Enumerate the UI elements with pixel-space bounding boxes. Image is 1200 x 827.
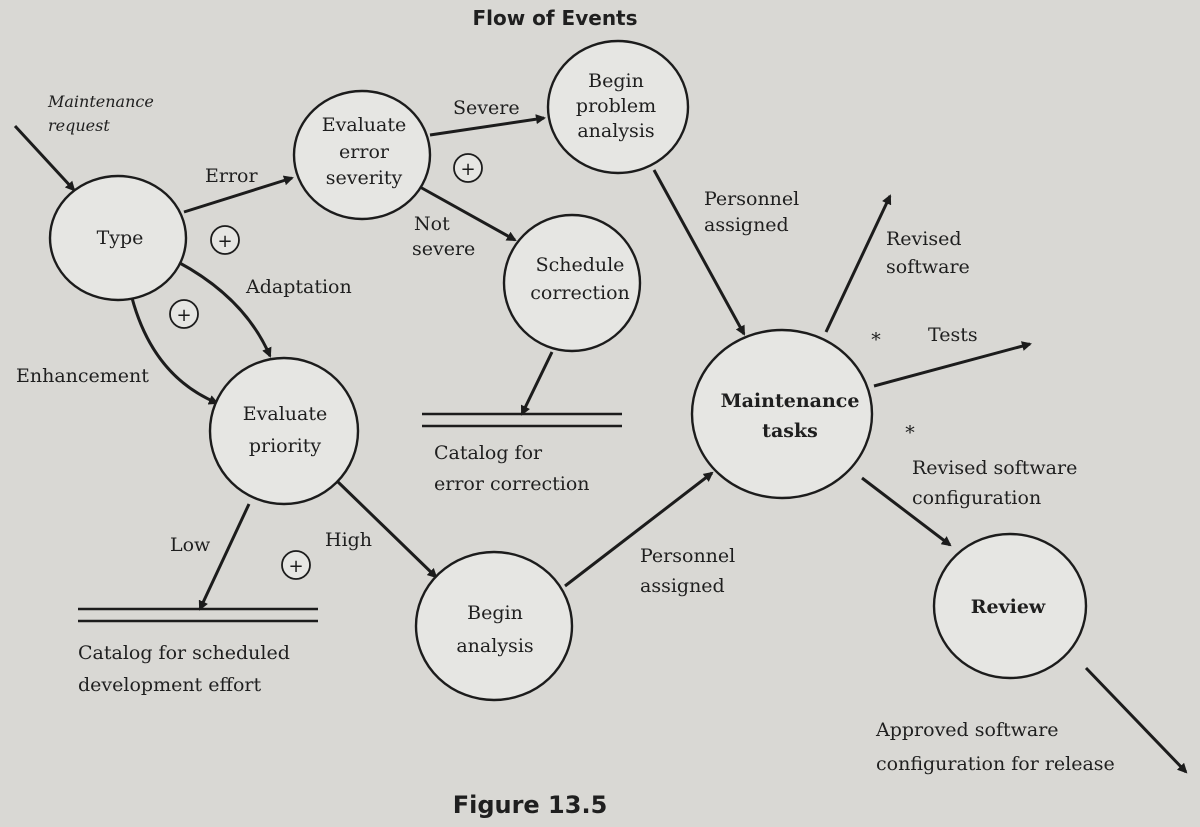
label-not-severe: Not severe — [412, 213, 475, 260]
svg-text:development effort: development effort — [78, 674, 261, 696]
store-error-correction — [422, 412, 622, 428]
svg-text:Personnel: Personnel — [704, 188, 799, 210]
svg-text:Personnel: Personnel — [640, 545, 735, 567]
svg-text:analysis: analysis — [577, 120, 654, 142]
star-marker-tests: * — [871, 329, 881, 351]
svg-text:request: request — [48, 116, 110, 135]
edge-high — [334, 478, 438, 579]
plus-marker-severity: + — [453, 153, 483, 183]
svg-text:Review: Review — [971, 596, 1046, 618]
svg-text:Begin: Begin — [467, 602, 523, 624]
svg-text:Begin: Begin — [588, 70, 644, 92]
svg-text:Maintenance: Maintenance — [47, 92, 154, 111]
node-evaluate-error-severity: Evaluate error severity — [292, 89, 432, 221]
svg-text:severe: severe — [412, 238, 475, 260]
svg-text:Approved software: Approved software — [875, 719, 1059, 741]
svg-text:+: + — [176, 305, 191, 326]
svg-text:configuration for release: configuration for release — [876, 753, 1115, 775]
svg-text:Catalog for scheduled: Catalog for scheduled — [78, 642, 290, 664]
label-enhancement: Enhancement — [16, 365, 149, 387]
svg-text:configuration: configuration — [912, 487, 1041, 509]
edge-personnel-assigned-1 — [652, 169, 746, 336]
label-tests: Tests — [928, 324, 978, 346]
node-review: Review — [932, 532, 1088, 680]
star-marker-config: * — [905, 422, 915, 444]
label-adaptation: Adaptation — [245, 276, 352, 298]
edge-revised-config — [861, 476, 952, 547]
edge-personnel-assigned-2 — [564, 471, 714, 588]
edge-revised-software — [824, 194, 892, 333]
label-error-catalog: Catalog for error correction — [434, 442, 590, 495]
label-scheduled-catalog: Catalog for scheduled development effort — [78, 642, 290, 696]
plus-marker-type: + — [210, 225, 240, 255]
svg-text:analysis: analysis — [456, 635, 533, 657]
node-begin-problem-analysis: Begin problem analysis — [546, 39, 690, 175]
svg-text:+: + — [217, 231, 232, 252]
edge-severe — [429, 114, 546, 137]
svg-text:+: + — [460, 159, 475, 180]
svg-text:+: + — [288, 556, 303, 577]
figure-caption: Figure 13.5 — [453, 791, 608, 819]
store-scheduled-development — [78, 607, 318, 623]
edge-adaptation — [177, 260, 272, 358]
svg-text:priority: priority — [249, 435, 322, 457]
svg-text:Revised: Revised — [886, 228, 962, 250]
label-maintenance-request: Maintenance request — [47, 92, 154, 135]
edge-tests — [873, 341, 1032, 388]
plus-marker-type-lower: + — [169, 299, 199, 329]
node-type: Type — [48, 174, 188, 302]
edge-enhancement — [128, 289, 219, 405]
svg-text:error correction: error correction — [434, 473, 590, 495]
label-approved: Approved software configuration for rele… — [875, 719, 1115, 775]
label-error: Error — [205, 165, 258, 187]
svg-text:software: software — [886, 256, 970, 278]
svg-text:Not: Not — [414, 213, 450, 235]
label-personnel-assigned-2: Personnel assigned — [640, 545, 735, 597]
svg-text:Revised software: Revised software — [912, 457, 1077, 479]
edge-not-severe — [419, 185, 517, 242]
label-severe: Severe — [453, 97, 520, 119]
label-low: Low — [170, 534, 211, 556]
svg-text:tasks: tasks — [762, 420, 818, 442]
svg-text:Maintenance: Maintenance — [721, 390, 860, 412]
svg-text:assigned: assigned — [704, 214, 789, 236]
edge-maintenance-request — [13, 124, 76, 192]
edge-schedule-to-catalog — [520, 351, 554, 416]
label-personnel-assigned-1: Personnel assigned — [704, 188, 799, 236]
diagram-title: Flow of Events — [472, 6, 637, 30]
label-high: High — [325, 529, 372, 551]
svg-text:Schedule: Schedule — [536, 254, 625, 276]
plus-marker-priority: + — [281, 550, 311, 580]
svg-text:severity: severity — [326, 167, 403, 189]
node-schedule-correction: Schedule correction — [502, 213, 642, 353]
node-maintenance-tasks: Maintenance tasks — [690, 328, 874, 500]
svg-text:error: error — [339, 141, 390, 163]
node-evaluate-priority: Evaluate priority — [208, 356, 360, 506]
svg-text:correction: correction — [530, 282, 630, 304]
edge-error — [183, 175, 294, 214]
svg-text:problem: problem — [576, 95, 656, 117]
svg-text:assigned: assigned — [640, 575, 725, 597]
svg-text:Evaluate: Evaluate — [243, 403, 327, 425]
label-revised-config: Revised software configuration — [912, 457, 1077, 509]
svg-text:Evaluate: Evaluate — [322, 114, 406, 136]
edge-low — [198, 503, 251, 611]
svg-text:Catalog for: Catalog for — [434, 442, 543, 464]
edge-approved — [1084, 666, 1188, 774]
label-revised-software: Revised software — [886, 228, 970, 278]
svg-text:Type: Type — [97, 227, 144, 249]
node-begin-analysis: Begin analysis — [414, 550, 574, 702]
